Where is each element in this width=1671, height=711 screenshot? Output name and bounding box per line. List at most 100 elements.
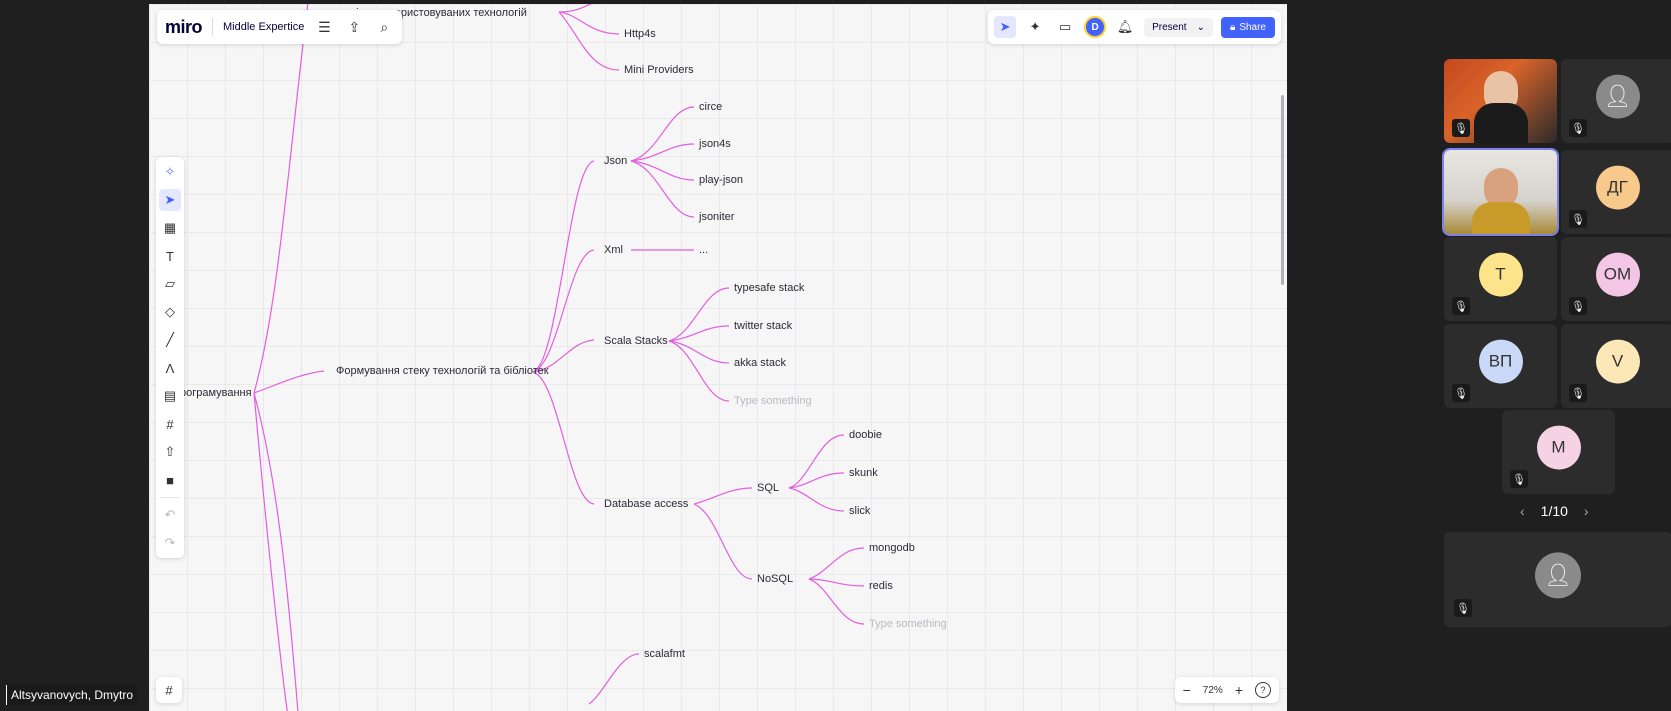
mindmap-node-redis[interactable]: redis	[869, 580, 893, 592]
mindmap-node-placeholder[interactable]: Type something	[869, 618, 947, 630]
redo-icon[interactable]: ↷	[164, 535, 176, 550]
chevron-right-icon[interactable]: ›	[1583, 503, 1589, 519]
search-icon[interactable]: ⌕	[380, 18, 389, 35]
mindmap-node-circe[interactable]: circe	[699, 101, 723, 113]
mindmap-node-jsoniter[interactable]: jsoniter	[699, 211, 735, 223]
comment-icon[interactable]: ▤	[163, 388, 177, 403]
participant-tile[interactable]: ВП 🎙︎	[1444, 324, 1557, 408]
participant-face	[1484, 168, 1518, 208]
mindmap-node-twitter-stack[interactable]: twitter stack	[734, 320, 793, 332]
mindmap-node-stack-formation[interactable]: Формування стеку технологій та бібліотек	[336, 365, 549, 377]
undo-icon[interactable]: ↶	[164, 507, 176, 522]
share-button[interactable]: 🔒︎ Share	[1220, 16, 1275, 38]
participant-avatar: ДГ	[1595, 165, 1640, 210]
board-top-toolbar: miro Middle Expertice ☰ ⇪ ⌕	[157, 10, 403, 44]
zoom-controls: − 72% + ?	[1174, 677, 1279, 703]
mindmap-node-slick[interactable]: slick	[849, 505, 871, 517]
menu-icon[interactable]: ☰	[318, 18, 331, 35]
participant-video-tile[interactable]: 🎙︎	[1444, 59, 1557, 143]
mic-muted-icon: 🎙︎	[1510, 470, 1528, 488]
mic-muted-icon: 🎙︎	[1454, 599, 1472, 617]
notifications-bell-icon[interactable]: 🔔︎	[1116, 19, 1134, 34]
select-tool-icon[interactable]: ➤	[159, 189, 181, 211]
miro-logo: miro	[165, 16, 203, 37]
mindmap-node-json4s[interactable]: json4s	[699, 138, 731, 150]
upload-icon[interactable]: ⇧	[164, 444, 176, 459]
mindmap-node-typesafe-stack[interactable]: typesafe stack	[734, 282, 805, 294]
mic-muted-icon: 🎙︎	[1452, 297, 1470, 315]
export-icon[interactable]: ⇪	[348, 18, 361, 35]
mic-muted-icon: 🎙︎	[1452, 119, 1470, 137]
mindmap-node-mongodb[interactable]: mongodb	[869, 542, 915, 554]
participant-tile[interactable]: ДГ 🎙︎	[1561, 150, 1671, 234]
participant-avatar: ОМ	[1595, 252, 1640, 297]
miro-board-canvas[interactable]: програмування …ність використовуваних те…	[149, 4, 1287, 711]
help-icon[interactable]: ?	[1255, 682, 1271, 698]
participant-avatar: V	[1595, 339, 1640, 384]
participant-tile[interactable]: T 🎙︎	[1444, 237, 1557, 321]
mic-muted-icon: 🎙︎	[1452, 384, 1470, 402]
divider	[161, 497, 179, 498]
self-view-tile[interactable]: 👤︎ 🎙︎	[1444, 532, 1671, 627]
mindmap-node-nosql[interactable]: NoSQL	[757, 573, 794, 585]
share-label: Share	[1239, 21, 1266, 33]
mindmap-root-node[interactable]: програмування	[174, 387, 252, 399]
sticky-note-icon[interactable]: ▱	[165, 276, 175, 291]
chevron-left-icon[interactable]: ‹	[1520, 503, 1525, 519]
person-icon: 👤︎	[1595, 74, 1640, 119]
participant-tile[interactable]: V 🎙︎	[1561, 324, 1671, 408]
presenter-name-tag: Altsyvanovych, Dmytro	[6, 685, 138, 705]
mindmap-node-xml-ellipsis[interactable]: ...	[699, 244, 709, 256]
participant-tile[interactable]: M 🎙︎	[1502, 410, 1615, 494]
text-tool-icon[interactable]: T	[166, 248, 174, 264]
connection-line-icon[interactable]: ╱	[166, 332, 174, 347]
mindmap-node-akka-stack[interactable]: akka stack	[734, 357, 786, 369]
zoom-out-icon[interactable]: −	[1182, 682, 1191, 698]
zoom-in-icon[interactable]: +	[1234, 682, 1243, 698]
reactions-icon[interactable]: ✦	[1029, 19, 1041, 34]
mic-muted-icon: 🎙︎	[1569, 384, 1587, 402]
comments-icon[interactable]: ▭	[1058, 19, 1072, 34]
more-apps-icon[interactable]: ■	[166, 472, 174, 488]
mindmap-connectors	[253, 4, 865, 711]
cursor-tool-icon[interactable]: ➤	[994, 16, 1017, 38]
shapes-icon[interactable]: ◇	[165, 304, 175, 319]
mindmap-node-sql[interactable]: SQL	[757, 482, 780, 494]
collaboration-toolbar: ➤ ✦ ▭ D 🔔︎ Present ⌄ 🔒︎ Share	[988, 10, 1281, 44]
mic-muted-icon: 🎙︎	[1569, 297, 1587, 315]
mindmap-node-scala-stacks[interactable]: Scala Stacks	[604, 335, 668, 347]
user-avatar[interactable]: D	[1084, 16, 1107, 38]
present-button[interactable]: Present ⌄	[1144, 17, 1213, 37]
participant-tile[interactable]: 👤︎ 🎙︎	[1561, 59, 1671, 143]
templates-icon[interactable]: ▦	[163, 220, 177, 235]
pen-icon[interactable]: Ʌ	[165, 360, 175, 376]
mindmap-node-doobie[interactable]: doobie	[849, 429, 883, 441]
divider	[212, 18, 214, 36]
frames-panel-icon[interactable]: #	[156, 677, 182, 703]
mindmap-node-http4s[interactable]: Http4s	[624, 28, 656, 40]
participant-body	[1474, 103, 1528, 143]
mindmap-node-database-access[interactable]: Database access	[604, 498, 689, 510]
participant-body	[1472, 202, 1530, 234]
mindmap-node-scalafmt[interactable]: scalafmt	[644, 648, 685, 660]
frame-icon[interactable]: #	[166, 416, 174, 432]
mic-muted-icon: 🎙︎	[1569, 119, 1587, 137]
creation-toolbar: ✧ ➤ ▦ T ▱ ◇ ╱ Ʌ ▤ # ⇧ ■ ↶ ↷	[156, 157, 184, 558]
mindmap-node-json[interactable]: Json	[604, 155, 628, 167]
participant-video-tile-active[interactable]	[1442, 148, 1559, 236]
participant-tile[interactable]: ОМ 🎙︎	[1561, 237, 1671, 321]
ai-sparkle-icon[interactable]: ✧	[164, 164, 176, 179]
board-name[interactable]: Middle Expertice	[223, 21, 305, 33]
board-scrollbar[interactable]	[1281, 95, 1284, 285]
mindmap-node-skunk[interactable]: skunk	[849, 467, 878, 479]
mindmap-node-placeholder[interactable]: Type something	[734, 395, 812, 407]
mic-muted-icon: 🎙︎	[1569, 210, 1587, 228]
mindmap-node-mini-providers[interactable]: Mini Providers	[624, 64, 694, 76]
mindmap-node-play-json[interactable]: play-json	[699, 174, 744, 186]
participant-avatar: M	[1536, 425, 1581, 470]
mindmap-node-xml[interactable]: Xml	[604, 244, 623, 256]
participants-pager: ‹ 1/10 ›	[1520, 503, 1589, 519]
person-icon: 👤︎	[1535, 551, 1581, 598]
participant-avatar: T	[1478, 252, 1523, 297]
zoom-level[interactable]: 72%	[1202, 684, 1223, 696]
